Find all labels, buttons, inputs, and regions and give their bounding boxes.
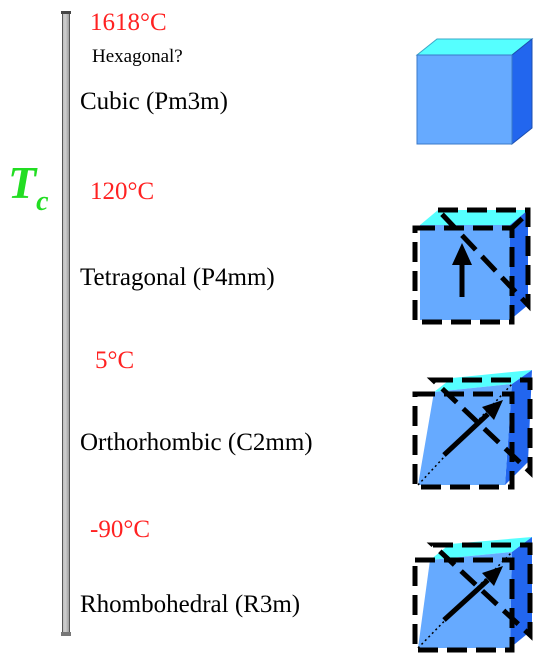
rhombohedral-cell-diagonal: [417, 551, 513, 649]
hexagonal-note: Hexagonal?: [92, 46, 183, 67]
tc-axis-label-main: T: [8, 157, 37, 208]
tetragonal-cell-dashed-outline: [412, 225, 515, 325]
orthorhombic-polarization-arrow-shaft: [442, 412, 490, 457]
temperature-5: 5°C: [95, 347, 135, 374]
phase-label-orthorhombic: Orthorhombic (C2mm): [80, 429, 313, 456]
phase-label-cubic: Cubic (Pm3m): [80, 88, 228, 115]
orthorhombic-cell-dashed-back-outline: [426, 377, 533, 478]
rhombohedral-cell-dashed-back-outline: [426, 542, 533, 641]
orthorhombic-polarization-arrow-head: [482, 400, 503, 420]
temperature-axis-bottom-cap: [61, 632, 71, 636]
tetragonal-polarization-arrow-head: [452, 243, 472, 265]
temperature-axis-top-cap: [61, 11, 71, 14]
tetragonal-cell-dashed-edge: [510, 211, 530, 230]
temperature-120: 120°C: [90, 178, 155, 205]
rhombohedral-polarization-arrow-head: [482, 566, 503, 586]
temperature-minus-90: -90°C: [90, 516, 150, 543]
tetragonal-cell-dashed-back-outline: [432, 207, 531, 312]
orthorhombic-cell-top-face: [434, 370, 532, 392]
cubic-cell-front-face: [416, 54, 513, 145]
rhombohedral-polarization-arrow-shaft: [442, 578, 490, 622]
tc-axis-label: Tc: [8, 157, 49, 216]
tc-axis-label-subscript: c: [36, 186, 49, 217]
orthorhombic-cell-dashed-outline: [412, 391, 515, 490]
rhombohedral-cell-dashed-outline: [412, 557, 515, 653]
phase-label-tetragonal: Tetragonal (P4mm): [80, 264, 275, 291]
phase-label-rhombohedral: Rhombohedral (R3m): [80, 591, 301, 618]
temperature-1618: 1618°C: [90, 9, 167, 36]
